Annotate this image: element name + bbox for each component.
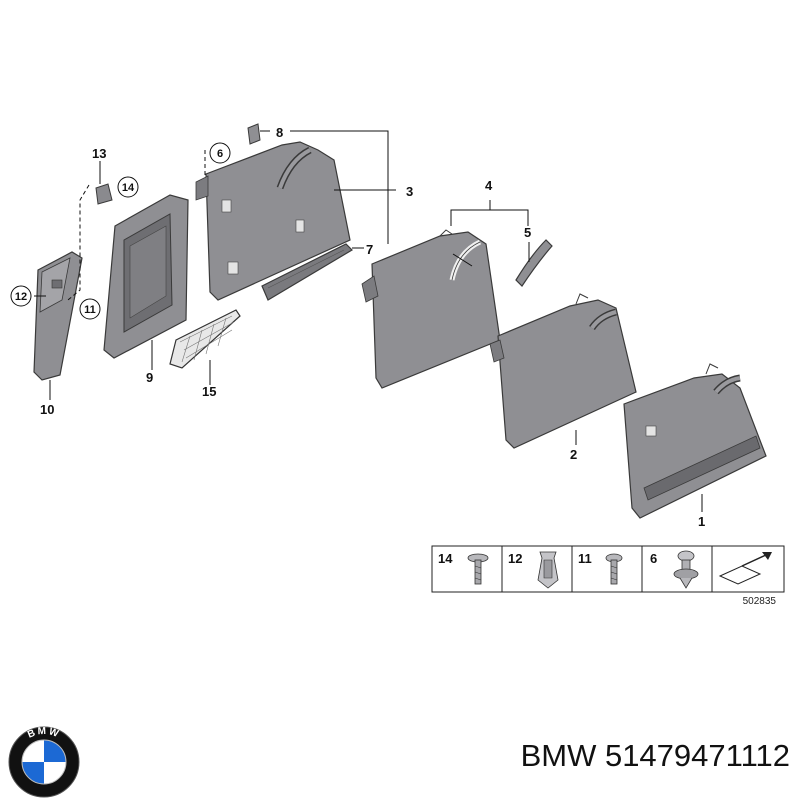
- callout-11-circle: 11: [79, 298, 101, 320]
- part-8-clip: [247, 123, 261, 145]
- part-2-trim: [489, 293, 637, 449]
- callout-6: 6: [217, 148, 223, 160]
- part-1-trim: [623, 363, 767, 519]
- clip-6-icon: [673, 550, 699, 589]
- svg-text:BMW: BMW: [26, 726, 62, 741]
- part-caption: BMW 51479471112: [370, 738, 790, 774]
- legend-item-12: 12: [508, 551, 522, 566]
- part-3-side-trim: [195, 141, 351, 301]
- callout-13: 13: [92, 146, 106, 161]
- part-15-net: [169, 309, 241, 369]
- callout-1: 1: [698, 514, 705, 529]
- fastener-legend: 14 12 11 6: [431, 545, 785, 607]
- callout-8: 8: [276, 125, 283, 140]
- screw-14-icon: [467, 553, 489, 585]
- legend-item-11: 11: [578, 551, 592, 566]
- part-13-bracket: [95, 183, 113, 205]
- part-10-pillar-trim: [33, 251, 83, 381]
- part-number: 51479471112: [604, 738, 790, 773]
- leader-lines: [34, 130, 703, 512]
- callout-14: 14: [122, 182, 135, 194]
- callout-4: 4: [485, 178, 493, 193]
- part-4-trim: [361, 229, 501, 389]
- callout-12: 12: [15, 291, 27, 303]
- callout-7: 7: [366, 242, 373, 257]
- callout-12-circle: 12: [10, 285, 32, 307]
- screw-11-icon: [605, 553, 623, 585]
- bmw-logo: BMW: [8, 726, 80, 798]
- callout-5: 5: [524, 225, 531, 240]
- part-7-strip: [261, 243, 353, 301]
- diagram-number: 502835: [743, 596, 777, 607]
- legend-item-6: 6: [650, 551, 657, 566]
- callout-9: 9: [146, 370, 153, 385]
- callout-6-circle: 6: [209, 142, 231, 164]
- installation-arrow-icon: [718, 552, 772, 585]
- brand-name: BMW: [520, 738, 597, 773]
- part-5-cover: [515, 239, 553, 287]
- part-9-pocket-trim: [103, 194, 189, 359]
- callout-3: 3: [406, 184, 413, 199]
- callout-2: 2: [570, 447, 577, 462]
- logo-text: BMW: [26, 726, 60, 741]
- callout-11: 11: [84, 304, 96, 316]
- callout-14-circle: 14: [117, 176, 139, 198]
- legend-item-14: 14: [438, 551, 453, 566]
- callout-10: 10: [40, 402, 54, 417]
- clip-12-icon: [537, 551, 559, 589]
- callout-15: 15: [202, 384, 216, 399]
